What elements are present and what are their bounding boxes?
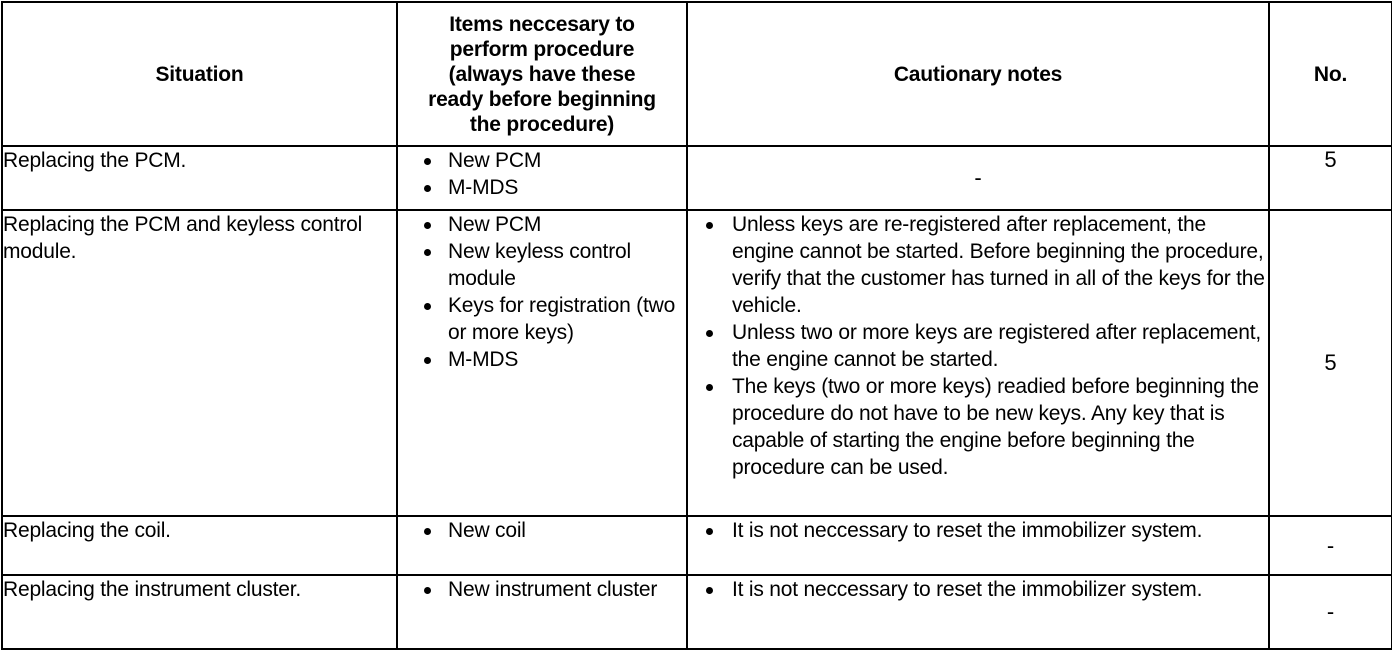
table-row: Replacing the coil. New coil It is not n…: [1, 515, 1392, 576]
header-items-line-5: the procedure): [469, 112, 615, 136]
items-list: New PCM New keyless control module Keys …: [398, 211, 686, 373]
cell-no: -: [1268, 574, 1392, 650]
list-item: Keys for registration (two or more keys): [398, 292, 686, 346]
table-row: Replacing the PCM and keyless control mo…: [1, 209, 1392, 517]
header-items-line-3: (always have these: [448, 62, 636, 86]
list-item: New keyless control module: [398, 238, 686, 292]
list-item: New PCM: [398, 211, 686, 238]
table-row: Replacing the instrument cluster. New in…: [1, 574, 1392, 650]
cell-items: New PCM New keyless control module Keys …: [396, 209, 688, 517]
cell-situation: Replacing the PCM and keyless control mo…: [1, 209, 398, 517]
cell-situation: Replacing the PCM.: [1, 145, 398, 211]
header-items-line-2: perform procedure: [449, 37, 635, 61]
cell-items: New coil: [396, 515, 688, 576]
notes-list: Unless keys are re-registered after repl…: [688, 211, 1268, 481]
cell-no: 5: [1268, 209, 1392, 517]
list-item: New PCM: [398, 147, 686, 174]
cell-cautionary-notes: -: [686, 145, 1270, 211]
notes-list: It is not neccessary to reset the immobi…: [688, 576, 1268, 603]
list-item: It is not neccessary to reset the immobi…: [688, 576, 1268, 603]
list-item: New instrument cluster: [398, 576, 686, 603]
notes-placeholder-dash: -: [974, 165, 982, 190]
items-list: New PCM M-MDS: [398, 147, 686, 201]
column-header-items: Items neccesary to perform procedure (al…: [396, 1, 688, 147]
list-item: Unless keys are re-registered after repl…: [688, 211, 1268, 319]
cell-no: -: [1268, 515, 1392, 576]
column-header-situation: Situation: [1, 1, 398, 147]
cell-cautionary-notes: It is not neccessary to reset the immobi…: [686, 515, 1270, 576]
cell-no: 5: [1268, 145, 1392, 211]
cell-items: New PCM M-MDS: [396, 145, 688, 211]
list-item: M-MDS: [398, 174, 686, 201]
header-items-line-4: ready before beginning: [428, 87, 656, 111]
items-list: New instrument cluster: [398, 576, 686, 603]
header-items-line-1: Items neccesary to: [449, 12, 635, 36]
list-item: M-MDS: [398, 346, 686, 373]
list-item: Unless two or more keys are registered a…: [688, 319, 1268, 373]
list-item: New coil: [398, 517, 686, 544]
table-header-row: Situation Items neccesary to perform pro…: [1, 1, 1392, 147]
list-item: It is not neccessary to reset the immobi…: [688, 517, 1268, 544]
cell-situation: Replacing the instrument cluster.: [1, 574, 398, 650]
cell-situation: Replacing the coil.: [1, 515, 398, 576]
notes-list: It is not neccessary to reset the immobi…: [688, 517, 1268, 544]
items-list: New coil: [398, 517, 686, 544]
list-item: The keys (two or more keys) readied befo…: [688, 373, 1268, 481]
cell-items: New instrument cluster: [396, 574, 688, 650]
column-header-cautionary-notes: Cautionary notes: [686, 1, 1270, 147]
table-row: Replacing the PCM. New PCM M-MDS - 5: [1, 145, 1392, 211]
cell-cautionary-notes: Unless keys are re-registered after repl…: [686, 209, 1270, 517]
cell-cautionary-notes: It is not neccessary to reset the immobi…: [686, 574, 1270, 650]
column-header-no: No.: [1268, 1, 1392, 147]
